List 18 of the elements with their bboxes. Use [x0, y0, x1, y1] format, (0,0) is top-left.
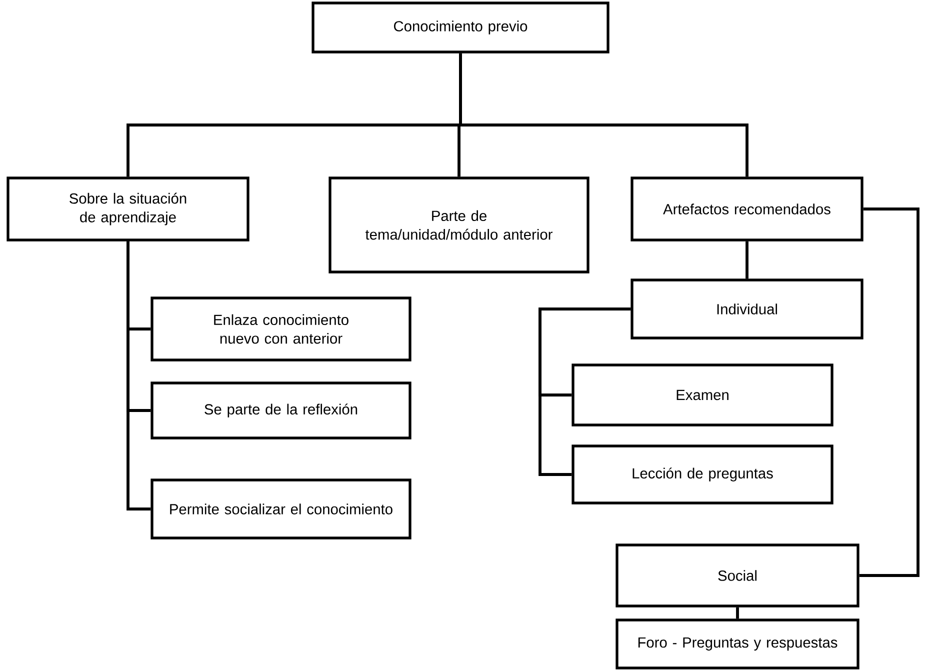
- concept-box: Lección de preguntas: [572, 444, 834, 504]
- connector-line: [746, 241, 748, 279]
- concept-box: Sobre la situación de aprendizaje: [6, 176, 250, 242]
- connector-line: [538, 308, 631, 476]
- connector-line: [126, 241, 151, 510]
- concept-box: Parte de tema/unidad/módulo anterior: [328, 176, 590, 274]
- concept-box: Examen: [572, 364, 834, 426]
- concept-box: Se parte de la reflexión: [150, 382, 412, 440]
- connector-line: [459, 53, 748, 177]
- concept-box: Individual: [630, 278, 864, 340]
- concept-box: Conocimiento previo: [312, 2, 610, 54]
- connector-line: [736, 607, 739, 619]
- concept-box: Foro - Preguntas y respuestas: [616, 618, 860, 670]
- concept-box: Artefactos recomendados: [630, 176, 864, 242]
- connector-line: [859, 208, 920, 577]
- concept-box: Enlaza conocimiento nuevo con anterior: [150, 296, 412, 362]
- concept-box: Permite socializar el conocimiento: [150, 478, 412, 540]
- concept-box: Social: [616, 544, 860, 608]
